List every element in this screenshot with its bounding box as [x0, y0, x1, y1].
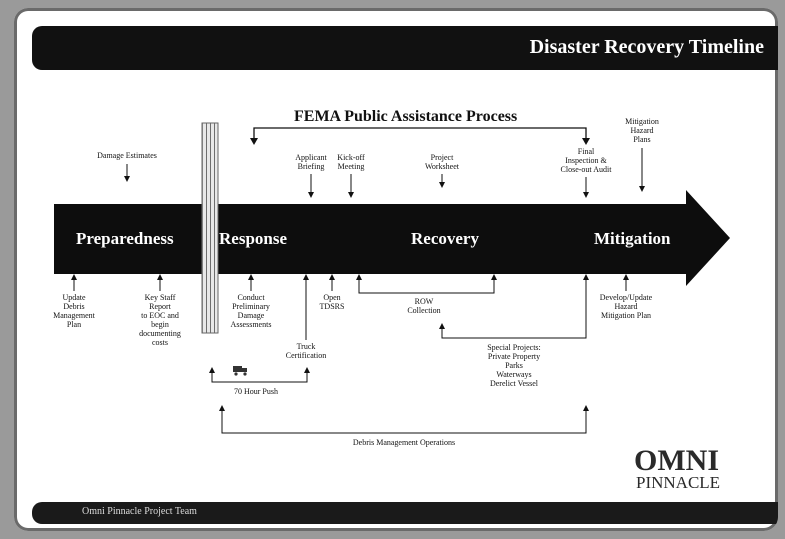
svg-text:Parks: Parks — [505, 361, 523, 370]
title-bar: Disaster Recovery Timeline — [32, 26, 778, 70]
svg-text:Preliminary: Preliminary — [232, 302, 270, 311]
svg-text:Damage: Damage — [238, 311, 265, 320]
svg-text:OMNI: OMNI — [634, 444, 719, 477]
svg-text:Truck: Truck — [297, 342, 316, 351]
bottom-label-truck-cert: Truck Certification — [286, 274, 326, 360]
fema-bracket — [253, 127, 587, 140]
bracket-special-projects: Special Projects: Private Property Parks… — [439, 274, 589, 388]
timeline-arrow — [54, 190, 730, 286]
footer-text: Omni Pinnacle Project Team — [82, 506, 197, 517]
top-label-mitigation-plans: Mitigation Hazard Plans — [625, 117, 659, 192]
svg-text:Meeting: Meeting — [338, 162, 365, 171]
svg-text:Mitigation: Mitigation — [625, 117, 659, 126]
top-label-applicant-briefing: Applicant Briefing — [295, 153, 328, 198]
bottom-label-update-plan: Update Debris Management Plan — [53, 274, 96, 329]
svg-text:Plans: Plans — [633, 135, 650, 144]
phase-response: Response — [219, 229, 287, 248]
svg-text:Management: Management — [53, 311, 96, 320]
svg-text:Report: Report — [149, 302, 172, 311]
svg-text:Derelict Vessel: Derelict Vessel — [490, 379, 539, 388]
bottom-label-conduct-pda: Conduct Preliminary Damage Assessments — [231, 274, 272, 329]
svg-text:Damage Estimates: Damage Estimates — [97, 151, 157, 160]
svg-text:documenting: documenting — [139, 329, 181, 338]
omni-pinnacle-logo: OMNI PINNACLE — [634, 444, 720, 492]
svg-text:Collection: Collection — [407, 306, 440, 315]
svg-text:70 Hour Push: 70 Hour Push — [234, 387, 278, 396]
svg-text:begin: begin — [151, 320, 169, 329]
svg-text:Hazard: Hazard — [614, 302, 637, 311]
svg-text:Open: Open — [323, 293, 340, 302]
svg-text:Inspection &: Inspection & — [565, 156, 607, 165]
svg-text:Key Staff: Key Staff — [145, 293, 176, 302]
svg-text:ROW: ROW — [415, 297, 434, 306]
svg-text:Update: Update — [62, 293, 86, 302]
svg-text:Worksheet: Worksheet — [425, 162, 460, 171]
bottom-label-develop-update: Develop/Update Hazard Mitigation Plan — [600, 274, 653, 320]
svg-text:Close-out Audit: Close-out Audit — [561, 165, 613, 174]
svg-text:Private Property: Private Property — [488, 352, 540, 361]
timeline-diagram: Preparedness Response Recovery Mitigatio… — [53, 108, 730, 492]
bottom-label-key-staff: Key Staff Report to EOC and begin docume… — [139, 274, 181, 347]
footer-bar: Omni Pinnacle Project Team — [32, 502, 778, 524]
svg-text:TDSRS: TDSRS — [320, 302, 345, 311]
svg-text:Special Projects:: Special Projects: — [487, 343, 541, 352]
bracket-row-collection: ROW Collection — [356, 274, 497, 315]
bottom-label-open-tdsrs: Open TDSRS — [320, 274, 345, 311]
disaster-event-bar — [201, 122, 219, 334]
phase-mitigation: Mitigation — [594, 229, 671, 248]
svg-text:costs: costs — [152, 338, 168, 347]
svg-text:Hazard: Hazard — [630, 126, 653, 135]
slide-title: Disaster Recovery Timeline — [529, 36, 764, 58]
svg-text:Assessments: Assessments — [231, 320, 272, 329]
svg-text:Final: Final — [578, 147, 595, 156]
svg-text:Kick-off: Kick-off — [337, 153, 365, 162]
slide: Disaster Recovery Timeline Preparedness … — [14, 8, 778, 531]
top-label-damage-estimates: Damage Estimates — [97, 151, 157, 182]
svg-text:Debris Management Operations: Debris Management Operations — [353, 438, 455, 447]
phase-preparedness: Preparedness — [76, 229, 174, 248]
top-label-final-inspection: Final Inspection & Close-out Audit — [561, 147, 613, 198]
svg-text:Applicant: Applicant — [295, 153, 327, 162]
fema-process-label: FEMA Public Assistance Process — [294, 108, 517, 125]
svg-text:Develop/Update: Develop/Update — [600, 293, 653, 302]
svg-text:Certification: Certification — [286, 351, 326, 360]
svg-text:Debris: Debris — [63, 302, 84, 311]
phase-recovery: Recovery — [411, 229, 479, 248]
svg-text:Plan: Plan — [67, 320, 81, 329]
top-label-project-worksheet: Project Worksheet — [425, 153, 460, 188]
truck-icon — [233, 366, 247, 376]
top-label-kickoff-meeting: Kick-off Meeting — [337, 153, 365, 198]
bracket-debris-operations: Debris Management Operations — [219, 405, 589, 447]
svg-text:Mitigation Plan: Mitigation Plan — [601, 311, 651, 320]
bracket-70-hour-push: 70 Hour Push — [209, 367, 310, 396]
svg-text:Waterways: Waterways — [496, 370, 531, 379]
svg-text:Briefing: Briefing — [298, 162, 325, 171]
svg-text:Conduct: Conduct — [237, 293, 265, 302]
svg-text:PINNACLE: PINNACLE — [636, 473, 720, 492]
svg-text:to EOC and: to EOC and — [141, 311, 179, 320]
svg-text:Project: Project — [431, 153, 454, 162]
